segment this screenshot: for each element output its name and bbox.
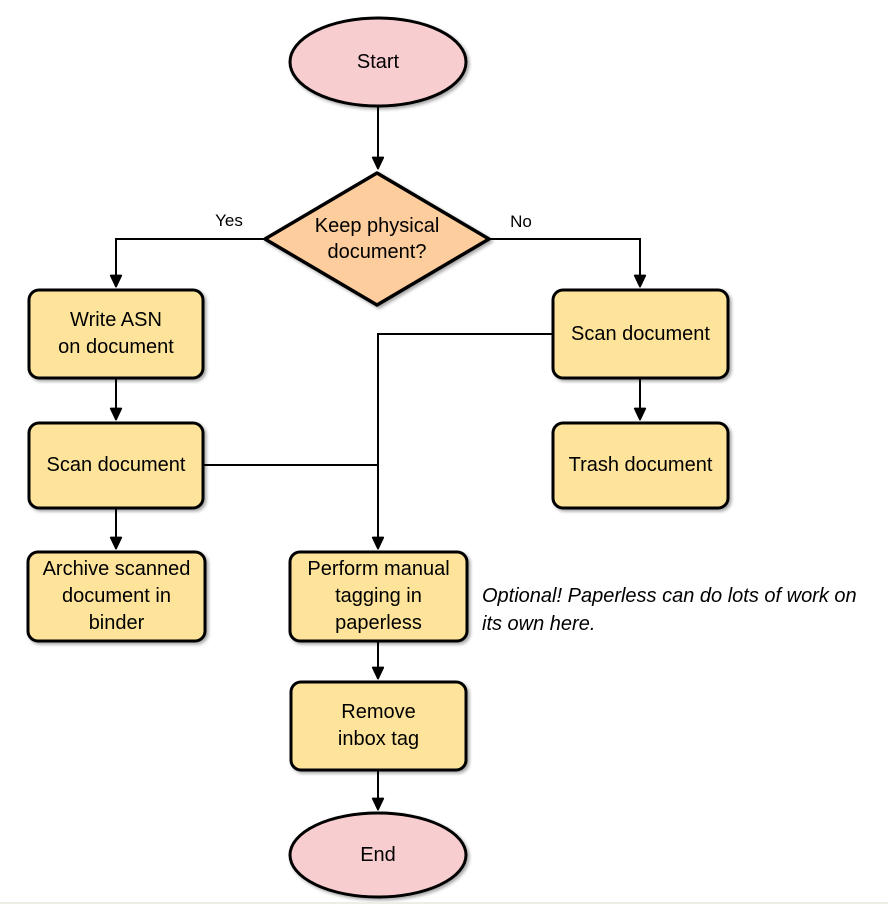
remove-inbox-node — [289, 680, 468, 772]
archive-node — [26, 550, 207, 643]
write-asn-node — [27, 288, 205, 380]
edge-decision-yes-to-write-asn — [109, 238, 264, 288]
scan-left-node — [27, 421, 205, 510]
perform-tagging-node — [288, 550, 469, 643]
optional-note: Optional! Paperless can do lots of work … — [482, 585, 857, 635]
decision-node — [263, 171, 491, 307]
edge-decision-no-to-scan-right — [490, 238, 647, 288]
trash-node — [551, 421, 730, 510]
scan-right-node — [551, 288, 730, 380]
shape-layer — [26, 16, 730, 899]
edge-scan-right-to-perform-tagging — [371, 333, 553, 550]
bottom-hairline — [0, 902, 888, 904]
end-node — [288, 811, 468, 899]
start-node — [288, 16, 468, 108]
edge-layer — [109, 105, 647, 811]
